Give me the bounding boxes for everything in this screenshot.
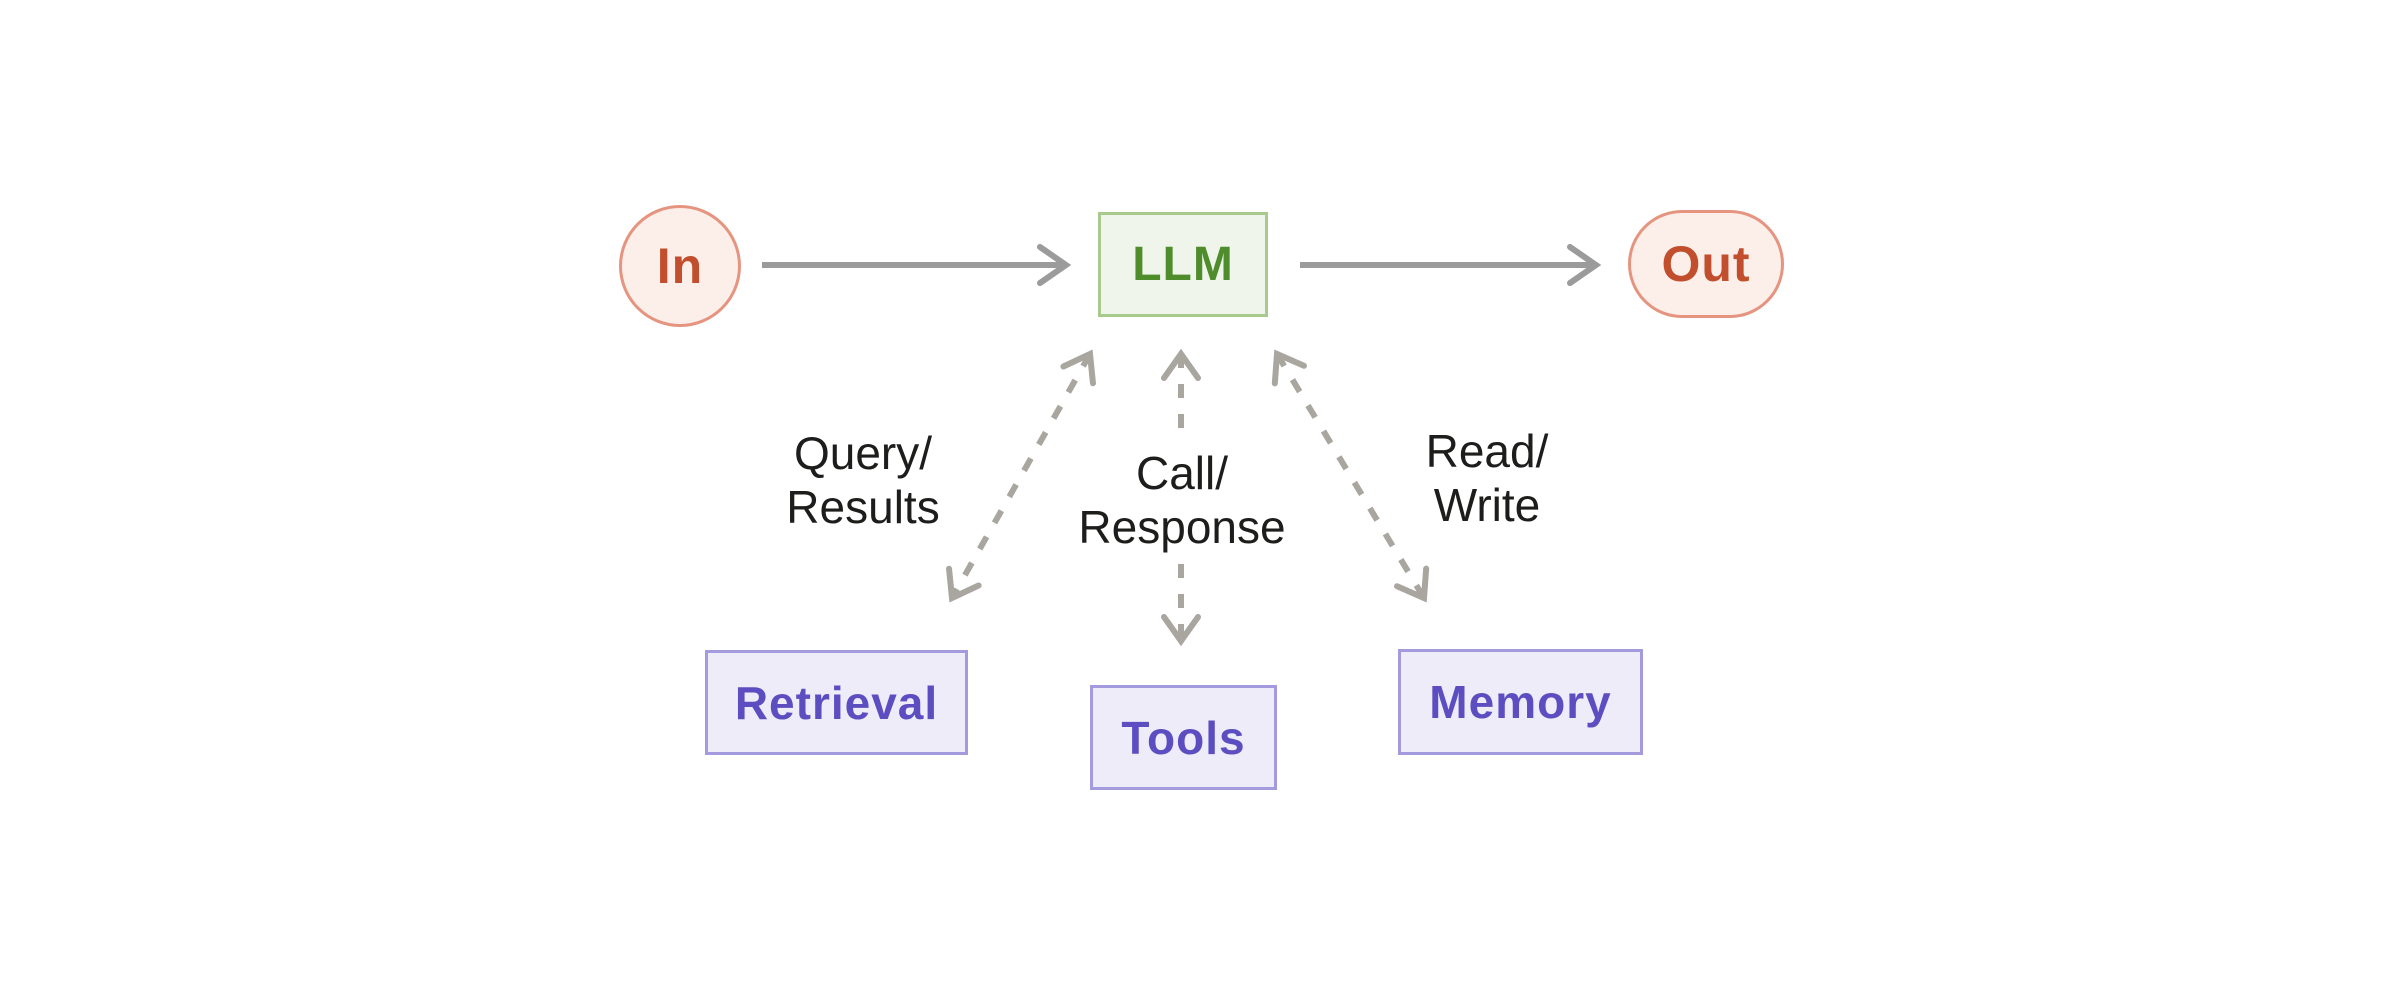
- edge-label-line: Call/: [1135, 447, 1229, 499]
- edge-label-line: Read/: [1425, 425, 1549, 477]
- llm-node-label: LLM: [1132, 238, 1234, 291]
- input-node-label: In: [656, 238, 704, 294]
- dashed-arrow-llm-memory: [1271, 349, 1430, 603]
- edge-label-line: Write: [1433, 479, 1541, 531]
- edge-label-line: Response: [1078, 501, 1286, 553]
- edge-label-read-write: Read/ Write: [1415, 420, 1559, 536]
- memory-node-label: Memory: [1429, 676, 1612, 728]
- retrieval-node: Retrieval: [705, 650, 968, 755]
- edge-label-query-results: Query/ Results: [776, 422, 950, 538]
- tools-node-label: Tools: [1121, 711, 1246, 764]
- output-node-label: Out: [1661, 236, 1751, 292]
- tools-node: Tools: [1090, 685, 1277, 790]
- output-node: Out: [1628, 210, 1784, 318]
- retrieval-node-label: Retrieval: [734, 676, 939, 729]
- llm-node: LLM: [1098, 212, 1268, 317]
- edge-label-line: Query/: [793, 427, 933, 479]
- input-node: In: [619, 205, 741, 327]
- edge-label-call-response: Call/ Response: [1068, 442, 1296, 558]
- memory-node: Memory: [1398, 649, 1643, 755]
- edge-label-line: Results: [786, 481, 940, 533]
